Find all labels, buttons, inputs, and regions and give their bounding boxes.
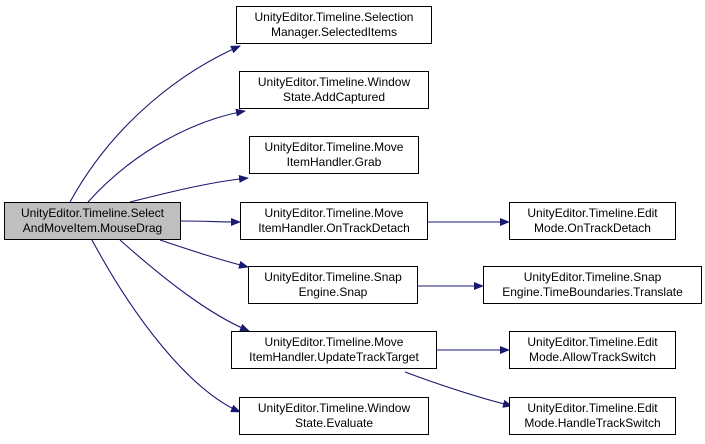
node-snap-engine-time-boundaries-translate[interactable]: UnityEditor.Timeline.Snap Engine.TimeBou…: [483, 266, 702, 304]
edge-update-track-target-to-handle-track-switch: [404, 371, 513, 408]
node-move-item-handler-update-track-target[interactable]: UnityEditor.Timeline.Move ItemHandler.Up…: [231, 331, 437, 369]
edge-root-to-update-track-target: [119, 239, 250, 332]
node-label-line2: Engine.TimeBoundaries.Translate: [502, 285, 683, 299]
node-move-item-handler-on-track-detach[interactable]: UnityEditor.Timeline.Move ItemHandler.On…: [240, 202, 428, 240]
edge-root-to-on-track-detach: [180, 217, 241, 226]
node-label-line2: ItemHandler.OnTrackDetach: [258, 221, 410, 235]
edge-root-to-evaluate: [91, 239, 241, 413]
node-label-line1: UnityEditor.Timeline.Edit: [527, 401, 658, 415]
node-window-state-add-captured[interactable]: UnityEditor.Timeline.Window State.AddCap…: [239, 71, 429, 109]
node-snap-engine-snap[interactable]: UnityEditor.Timeline.Snap Engine.Snap: [248, 266, 418, 304]
node-label-line1: UnityEditor.Timeline.Move: [264, 140, 404, 154]
node-edit-mode-allow-track-switch[interactable]: UnityEditor.Timeline.Edit Mode.AllowTrac…: [509, 331, 676, 369]
node-label-line2: Mode.AllowTrackSwitch: [529, 350, 656, 364]
node-label-line1: UnityEditor.Timeline.Edit: [527, 206, 658, 220]
node-label-line2: ItemHandler.UpdateTrackTarget: [249, 350, 419, 364]
node-label-line1: UnityEditor.Timeline.Snap: [264, 270, 402, 284]
node-edit-mode-on-track-detach[interactable]: UnityEditor.Timeline.Edit Mode.OnTrackDe…: [509, 202, 676, 240]
node-label-line1: UnityEditor.Timeline.Window: [257, 401, 411, 415]
node-label-line1: UnityEditor.Timeline.Edit: [527, 335, 658, 349]
node-label-line1: UnityEditor.Timeline.Snap: [523, 270, 662, 284]
node-label-line1: UnityEditor.Timeline.Selection: [254, 10, 414, 24]
node-selection-manager-selected-items[interactable]: UnityEditor.Timeline.Selection Manager.S…: [236, 6, 432, 44]
node-label-line2: State.Evaluate: [294, 416, 374, 430]
node-move-item-handler-grab[interactable]: UnityEditor.Timeline.Move ItemHandler.Gr…: [249, 136, 419, 174]
node-label-line1: UnityEditor.Timeline.Move: [264, 206, 404, 220]
node-label-line1: UnityEditor.Timeline.Window: [257, 75, 411, 89]
node-label-line1: UnityEditor.Timeline.Move: [264, 335, 404, 349]
node-label-line2: Mode.HandleTrackSwitch: [524, 416, 661, 430]
node-label-line1: UnityEditor.Timeline.Select: [21, 206, 164, 220]
edge-root-to-snap: [159, 239, 249, 269]
node-label-line2: Manager.SelectedItems: [270, 25, 398, 39]
edge-root-to-add-captured: [87, 108, 246, 203]
edge-root-to-selected-items: [69, 45, 241, 203]
node-window-state-evaluate[interactable]: UnityEditor.Timeline.Window State.Evalua…: [239, 397, 429, 435]
node-label-line2: State.AddCaptured: [282, 90, 386, 104]
node-label-line2: AndMoveItem.MouseDrag: [22, 221, 163, 235]
node-label-line2: Mode.OnTrackDetach: [534, 221, 651, 235]
node-label-line2: Engine.Snap: [298, 285, 368, 299]
node-edit-mode-handle-track-switch[interactable]: UnityEditor.Timeline.Edit Mode.HandleTra…: [509, 397, 676, 435]
node-select-and-move-item-mouse-drag[interactable]: UnityEditor.Timeline.Select AndMoveItem.…: [4, 202, 181, 240]
node-label-line2: ItemHandler.Grab: [286, 155, 382, 169]
edge-root-to-grab: [129, 174, 249, 203]
